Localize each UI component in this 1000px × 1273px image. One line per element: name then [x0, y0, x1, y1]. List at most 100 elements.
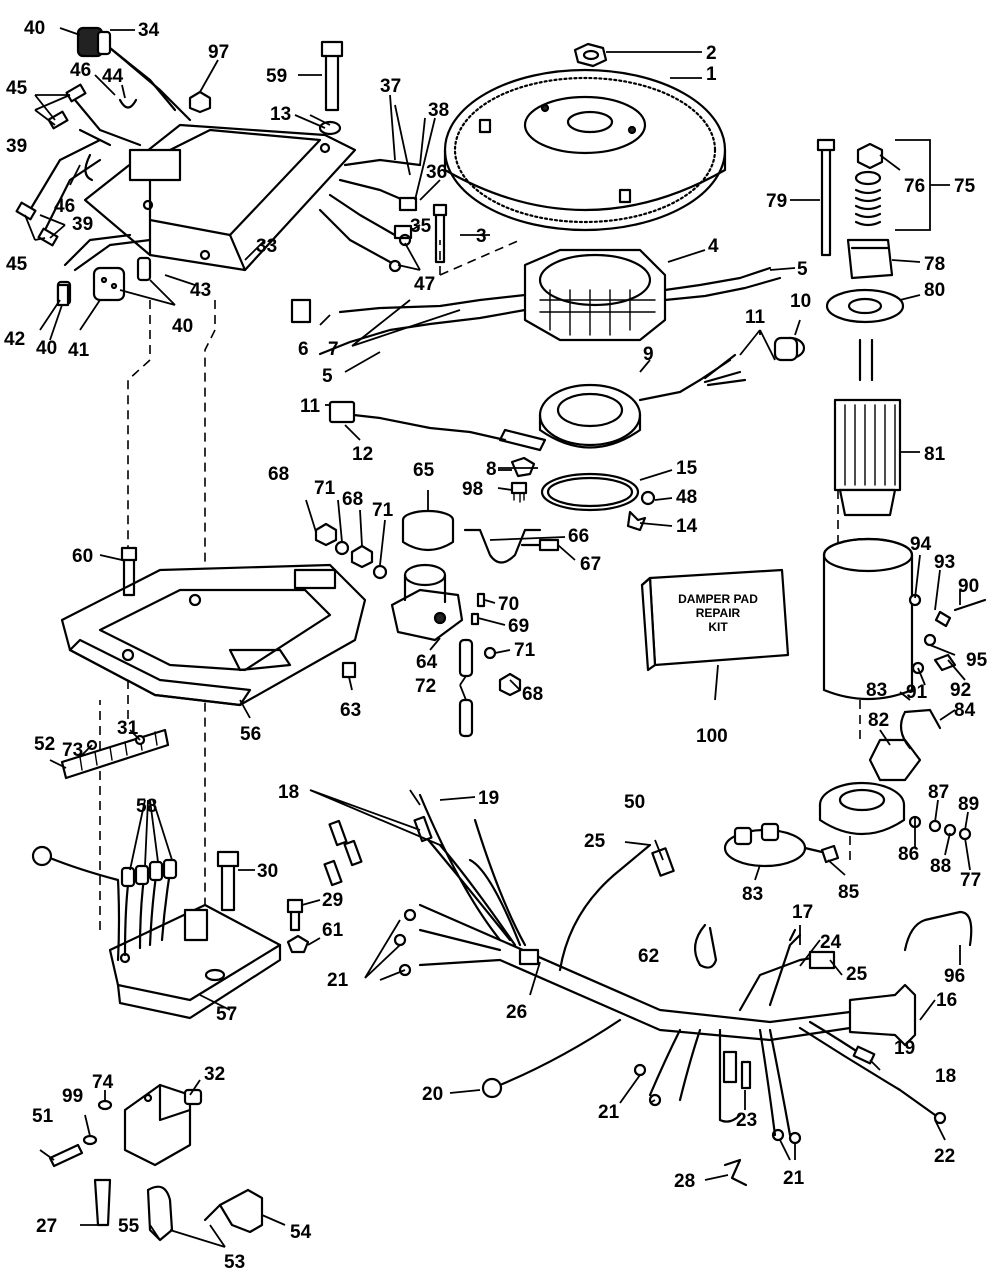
- callout-82: 82: [868, 710, 889, 731]
- callout-25b: 25: [846, 964, 868, 985]
- callout-27: 27: [36, 1216, 57, 1237]
- nut-68-b: [350, 544, 374, 569]
- nut-68-a: [314, 522, 338, 547]
- power-pack-cover: [83, 123, 357, 272]
- callout-22: 22: [934, 1146, 955, 1167]
- callout-24: 24: [820, 932, 842, 953]
- clip-28: [723, 1158, 748, 1187]
- boot-55: [146, 1185, 174, 1242]
- connector-34: [76, 26, 112, 58]
- callout-labels: 1 2 3 4 5 5 6 7 8 9 10 11 11 12 13 14 15…: [4, 18, 988, 1273]
- callout-79: 79: [766, 191, 787, 212]
- rectifier-57: [108, 903, 282, 1020]
- callout-88: 88: [930, 856, 951, 877]
- callout-7: 7: [328, 339, 339, 360]
- callout-54: 54: [290, 1222, 312, 1243]
- connector-10: [773, 336, 806, 362]
- nut-61: [286, 934, 310, 954]
- terminal-98: [510, 481, 528, 503]
- retaining-ring: [540, 472, 640, 512]
- callout-100: 100: [696, 726, 728, 747]
- callout-93: 93: [934, 552, 955, 573]
- callout-81: 81: [924, 444, 946, 465]
- fitting-50: [651, 847, 675, 877]
- screw-29: [286, 898, 304, 932]
- callout-19b: 19: [894, 1038, 915, 1059]
- callout-97: 97: [208, 42, 229, 63]
- callout-38: 38: [428, 100, 449, 121]
- callout-61: 61: [322, 920, 344, 941]
- callout-11b: 11: [300, 396, 321, 417]
- ignition-coil-32: [123, 1083, 203, 1167]
- timer-base: [343, 353, 747, 452]
- harness-wires-top: [28, 38, 422, 272]
- callout-42: 42: [4, 329, 25, 350]
- washer-71-a: [334, 540, 350, 556]
- callout-14: 14: [676, 516, 698, 537]
- callout-71c: 71: [514, 640, 536, 661]
- callout-66: 66: [568, 526, 589, 547]
- brush-plate-82: [868, 738, 922, 782]
- washer-13: [318, 120, 342, 136]
- terminal-36: [398, 196, 418, 212]
- callout-28: 28: [674, 1171, 695, 1192]
- connector-41: [92, 266, 126, 302]
- callout-58: 58: [136, 796, 157, 817]
- callout-6: 6: [298, 339, 309, 360]
- callout-71b: 71: [372, 500, 394, 521]
- clip-63: [341, 661, 357, 679]
- screw-3: [432, 203, 448, 264]
- callout-40c: 40: [172, 316, 193, 337]
- plug-42: [56, 283, 70, 307]
- washer-69: [470, 612, 480, 626]
- callout-47: 47: [414, 274, 435, 295]
- callout-57: 57: [216, 1004, 237, 1025]
- screw-48: [640, 490, 656, 506]
- callout-52: 52: [34, 734, 55, 755]
- callout-5a: 5: [797, 259, 808, 280]
- callout-8: 8: [486, 459, 497, 480]
- damper-pad-line2: REPAIR: [696, 606, 741, 620]
- callout-39a: 39: [6, 136, 27, 157]
- callout-70: 70: [498, 594, 519, 615]
- callout-64: 64: [416, 652, 438, 673]
- callout-86: 86: [898, 844, 919, 865]
- callout-1: 1: [706, 64, 717, 85]
- boot-72: [458, 638, 474, 738]
- callout-21c: 21: [783, 1168, 805, 1189]
- clip-85: [820, 844, 840, 864]
- starter-rod-79: [816, 138, 836, 257]
- callout-18b: 18: [935, 1066, 956, 1087]
- callout-96: 96: [944, 966, 965, 987]
- callout-80: 80: [924, 280, 945, 301]
- callout-85: 85: [838, 882, 860, 903]
- callout-16: 16: [936, 990, 957, 1011]
- callout-39b: 39: [72, 214, 93, 235]
- callout-76: 76: [904, 176, 925, 197]
- clip-14: [626, 510, 647, 532]
- callout-87: 87: [928, 782, 949, 803]
- callout-5b: 5: [322, 366, 333, 387]
- terminal-46-top: [84, 153, 94, 182]
- callout-21a: 21: [327, 970, 349, 991]
- callout-59: 59: [266, 66, 287, 87]
- callout-98: 98: [462, 479, 483, 500]
- callout-68b: 68: [342, 489, 363, 510]
- callout-83a: 83: [866, 680, 887, 701]
- solenoid-64: [390, 563, 464, 642]
- armature-81: [833, 338, 902, 517]
- flywheel: [443, 68, 727, 232]
- flywheel-nut: [573, 42, 608, 68]
- terminal-44: [118, 98, 138, 109]
- callout-19a: 19: [478, 788, 499, 809]
- callout-40a: 40: [24, 18, 45, 39]
- brush-assembly-83: [723, 822, 824, 868]
- callout-34: 34: [138, 20, 160, 41]
- callout-78: 78: [924, 254, 945, 275]
- power-pack-base: [60, 563, 367, 707]
- callout-95: 95: [966, 650, 988, 671]
- strap-62: [693, 923, 718, 969]
- callout-56: 56: [240, 724, 261, 745]
- connector-40-b: [136, 256, 152, 282]
- callout-36: 36: [426, 162, 447, 183]
